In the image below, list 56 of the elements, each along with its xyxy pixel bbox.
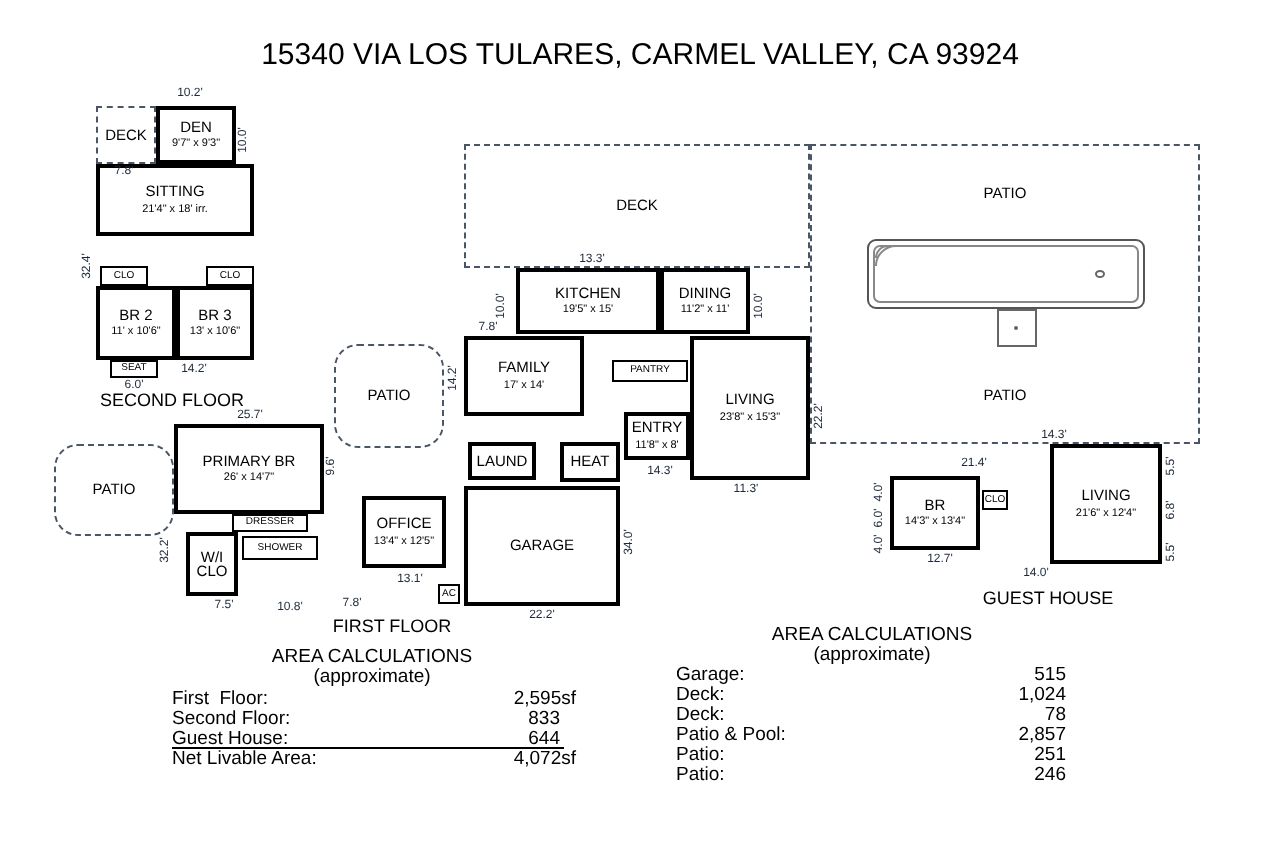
table-cell: 644	[528, 730, 560, 749]
table-cell: Net Livable Area:	[172, 750, 317, 769]
table-heading: AREA CALCULATIONS	[771, 626, 973, 645]
table-cell: Guest House:	[172, 730, 289, 749]
room-outline	[174, 424, 324, 514]
room-outline	[468, 442, 536, 480]
room-outline	[890, 476, 980, 550]
room-outline	[186, 532, 238, 596]
table-cell: 78	[1044, 706, 1066, 725]
fixture-box	[206, 266, 254, 286]
table-heading: (approximate)	[813, 646, 931, 665]
table-cell: First Floor:	[172, 690, 269, 709]
room-outline	[156, 106, 236, 164]
room-outline	[464, 336, 584, 416]
plan-title: 15340 VIA LOS TULARES, CARMEL VALLEY, CA 93924	[261, 40, 1019, 70]
fixture-box	[612, 360, 688, 382]
table-cell: 251	[1034, 746, 1066, 765]
floor-label: GUEST HOUSE	[982, 590, 1114, 608]
room-outline	[516, 268, 660, 334]
deck-area	[464, 144, 810, 268]
room-outline	[96, 286, 176, 360]
fixture-box	[982, 490, 1008, 510]
table-cell: Patio:	[676, 746, 725, 765]
room-outline	[1050, 444, 1162, 564]
room-outline	[624, 412, 690, 460]
fixture-box	[110, 360, 158, 378]
table-cell: 1,024	[1018, 686, 1066, 705]
room-outline	[560, 442, 620, 482]
floor-label: FIRST FLOOR	[332, 618, 452, 636]
floor-label: SECOND FLOOR	[100, 392, 244, 410]
patio-area	[810, 144, 1200, 444]
table-cell: 2,857	[1018, 726, 1066, 745]
room-outline	[690, 336, 810, 480]
room-outline	[464, 486, 620, 606]
table-cell: Deck:	[676, 686, 725, 705]
fixture-box	[232, 514, 308, 532]
table-heading: AREA CALCULATIONS	[271, 648, 473, 667]
table-cell: Garage:	[676, 666, 745, 685]
room-outline	[176, 286, 254, 360]
patio-area	[334, 344, 444, 448]
table-cell: Second Floor:	[172, 710, 291, 729]
table-cell: 515	[1034, 666, 1066, 685]
room-outline	[362, 496, 446, 568]
table-cell: 4,072sf	[513, 750, 576, 769]
table-cell: Patio & Pool:	[676, 726, 786, 745]
table-heading: (approximate)	[313, 668, 431, 687]
fixture-box	[438, 584, 460, 604]
fixture-box	[242, 536, 318, 560]
table-cell: 833	[528, 710, 560, 729]
room-outline	[660, 268, 750, 334]
table-cell: Patio:	[676, 766, 725, 785]
table-cell: Deck:	[676, 706, 725, 725]
room-outline	[96, 164, 254, 236]
fixture-box	[100, 266, 148, 286]
table-cell: 246	[1034, 766, 1066, 785]
table-cell: 2,595sf	[513, 690, 576, 709]
